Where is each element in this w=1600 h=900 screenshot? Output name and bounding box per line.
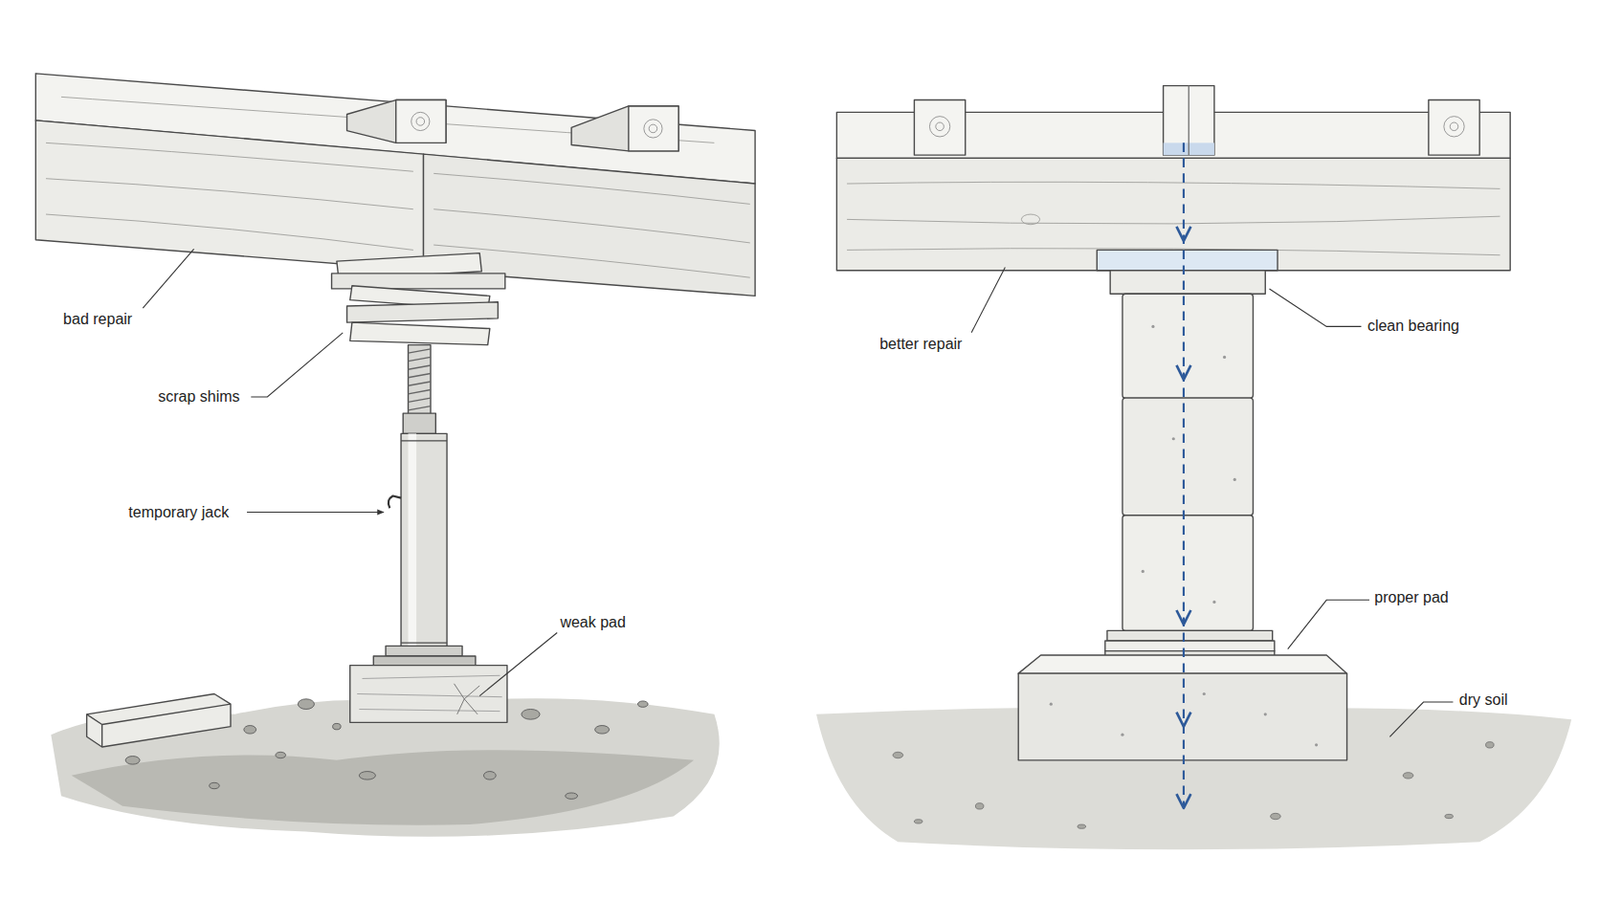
better-repair-illustration: [816, 86, 1572, 851]
part-label: scrap shims: [157, 387, 240, 406]
part-label: dry soil: [1459, 690, 1509, 710]
part-label: better repair: [879, 334, 962, 354]
part-label: weak pad: [559, 613, 626, 632]
bad-repair-illustration: [35, 73, 756, 838]
leader-lines: [142, 248, 1453, 737]
part-label: bad repair: [63, 310, 133, 329]
part-label: clean bearing: [1367, 317, 1460, 336]
load-path: [1176, 142, 1191, 809]
part-label: proper pad: [1374, 589, 1448, 608]
part-label: temporary jack: [128, 503, 229, 522]
